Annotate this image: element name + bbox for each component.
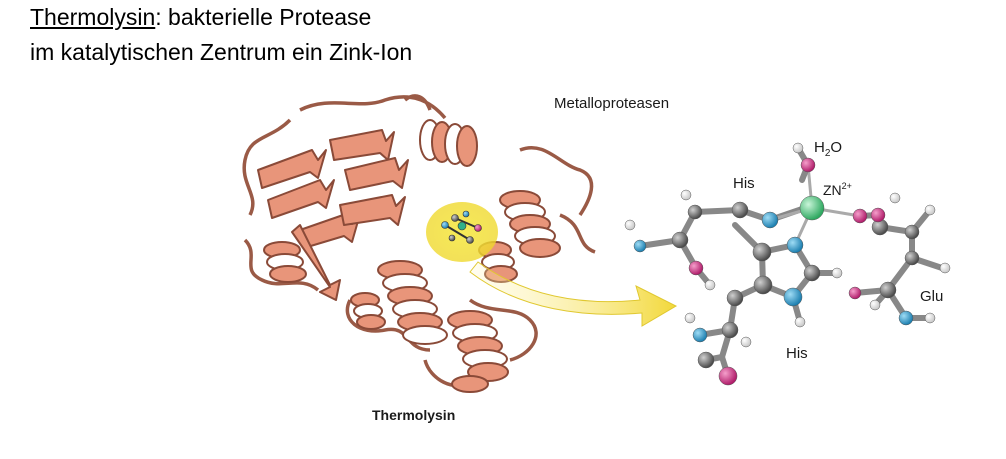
helix-top-center <box>419 119 478 167</box>
active-site-atoms <box>441 210 482 244</box>
protein-ribbon-structure <box>242 94 596 393</box>
helix-left <box>263 241 307 283</box>
zinc-ion-atom <box>799 195 825 221</box>
helix-mid-right <box>478 241 518 283</box>
his-label-top: His <box>733 175 755 192</box>
heading-line-1-rest: : bakterielle Protease <box>155 4 372 30</box>
figure-title: Metalloproteasen <box>554 95 669 112</box>
active-site-atoms-zoom <box>624 142 951 386</box>
zoom-arrow <box>469 261 678 327</box>
water-label: H2O <box>814 139 842 159</box>
heading-term-thermolysin: Thermolysin <box>30 4 156 30</box>
helix-right <box>499 190 561 258</box>
his-label-bottom: His <box>786 345 808 362</box>
active-site-highlight <box>426 202 498 262</box>
heading-line-1: Thermolysin: bakterielle Protease <box>30 0 412 35</box>
helix-lower-center <box>377 260 448 345</box>
heading-line-2: im katalytischen Zentrum ein Zink-Ion <box>30 39 413 65</box>
heading-block: Thermolysin: bakterielle Protease im kat… <box>30 0 412 70</box>
active-site-bonds <box>637 145 945 379</box>
helix-bottom <box>447 310 509 393</box>
protein-label: Thermolysin <box>372 407 455 423</box>
zinc-label: ZN2+ <box>823 181 852 198</box>
helix-small-left <box>350 292 386 330</box>
glu-label: Glu <box>920 288 943 305</box>
